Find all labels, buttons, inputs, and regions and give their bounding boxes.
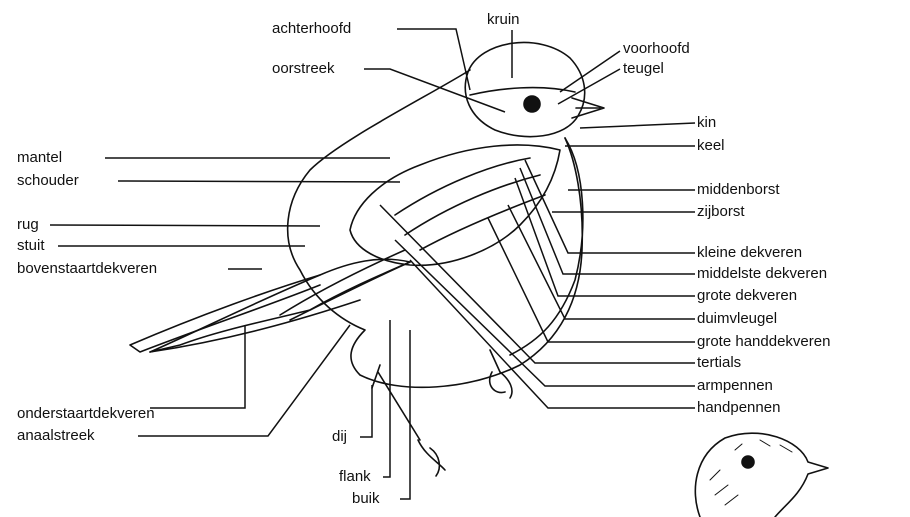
label-dij: dij bbox=[332, 428, 347, 445]
labels: achterhoofd kruin voorhoofd teugel oorst… bbox=[17, 11, 830, 507]
leader-grote-handdekveren bbox=[488, 218, 695, 342]
label-grote-dekveren: grote dekveren bbox=[697, 287, 797, 304]
label-onderstaartdekveren: onderstaartdekveren bbox=[17, 405, 155, 422]
foot-left bbox=[418, 440, 445, 476]
leader-achterhoofd bbox=[397, 29, 470, 90]
leader-flank bbox=[383, 320, 390, 477]
leader-kleine-dekveren bbox=[525, 160, 695, 253]
leg-right bbox=[490, 350, 500, 372]
label-rug: rug bbox=[17, 216, 39, 233]
label-stuit: stuit bbox=[17, 237, 45, 254]
label-buik: buik bbox=[352, 490, 380, 507]
label-voorhoofd: voorhoofd bbox=[623, 40, 690, 57]
label-mantel: mantel bbox=[17, 149, 62, 166]
wing-tip-lines bbox=[280, 250, 410, 320]
label-kruin: kruin bbox=[487, 11, 520, 28]
leader-onderstaartdekveren bbox=[150, 325, 245, 408]
label-oorstreek: oorstreek bbox=[272, 60, 335, 77]
label-keel: keel bbox=[697, 137, 725, 154]
label-armpennen: armpennen bbox=[697, 377, 773, 394]
label-anaalstreek: anaalstreek bbox=[17, 427, 95, 444]
label-achterhoofd: achterhoofd bbox=[272, 20, 351, 37]
label-duimvleugel: duimvleugel bbox=[697, 310, 777, 327]
label-teugel: teugel bbox=[623, 60, 664, 77]
leg-left bbox=[372, 365, 420, 440]
label-bovenstaartdekveren: bovenstaartdekveren bbox=[17, 260, 157, 277]
label-tertials: tertials bbox=[697, 354, 741, 371]
leader-rug bbox=[50, 225, 320, 226]
label-kleine-dekveren: kleine dekveren bbox=[697, 244, 802, 261]
label-kin: kin bbox=[697, 114, 716, 131]
label-grote-handdekveren: grote handdekveren bbox=[697, 333, 830, 350]
second-bird-streaks bbox=[710, 440, 792, 505]
label-zijborst: zijborst bbox=[697, 203, 745, 220]
leader-schouder bbox=[118, 181, 400, 182]
crown-line bbox=[470, 88, 575, 95]
primaries bbox=[150, 259, 410, 352]
leader-middelste-dekveren bbox=[520, 168, 695, 274]
label-handpennen: handpennen bbox=[697, 399, 780, 416]
leader-tertials bbox=[380, 205, 695, 363]
label-schouder: schouder bbox=[17, 172, 79, 189]
label-middelste-dekveren: middelste dekveren bbox=[697, 265, 827, 282]
label-flank: flank bbox=[339, 468, 371, 485]
second-bird-eye bbox=[742, 456, 754, 468]
leader-kin bbox=[580, 123, 695, 128]
leader-anaalstreek bbox=[138, 325, 350, 436]
leader-duimvleugel bbox=[508, 205, 695, 319]
leader-dij bbox=[360, 385, 372, 437]
bird-body bbox=[288, 70, 583, 387]
label-middenborst: middenborst bbox=[697, 181, 780, 198]
eye bbox=[524, 96, 540, 112]
